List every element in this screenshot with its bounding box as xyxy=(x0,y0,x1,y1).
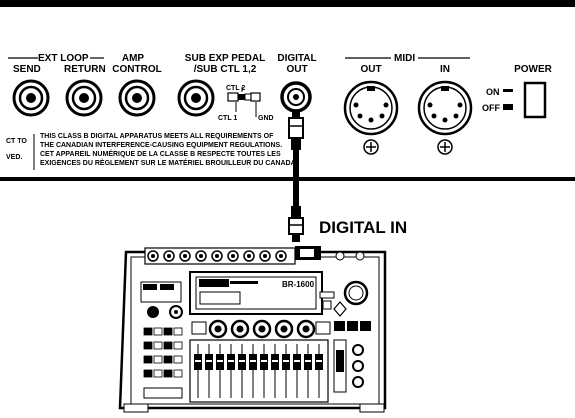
digital-out-jack xyxy=(280,81,312,113)
recorder-button xyxy=(163,355,173,364)
notice-line-1: THIS CLASS B DIGITAL APPARATUS MEETS ALL… xyxy=(40,133,274,140)
recorder-button xyxy=(153,369,163,378)
off-label: OFF xyxy=(482,103,500,113)
coax-cable xyxy=(293,156,299,208)
left-cut-text-2: VED. xyxy=(6,154,22,161)
midi-in-jack xyxy=(417,80,473,136)
coax-plug-bottom xyxy=(288,206,304,242)
recorder-button xyxy=(163,341,173,350)
midi-out-label: OUT xyxy=(360,64,381,75)
recorder-button xyxy=(153,355,163,364)
notice-line-2: THE CANADIAN INTERFERENCE-CAUSING EQUIPM… xyxy=(40,142,282,149)
amp-label: AMP xyxy=(122,53,145,64)
digital-in-label: DIGITAL IN xyxy=(319,218,407,237)
sub-exp-label: SUB EXP PEDAL xyxy=(185,53,265,64)
trs-plug-icon xyxy=(227,87,261,117)
recorder-button xyxy=(173,341,183,350)
amp-control-jack xyxy=(118,79,156,117)
midi-out-screw-icon xyxy=(363,139,379,155)
sub-exp-jack xyxy=(177,79,215,117)
recorder-button xyxy=(143,341,153,350)
recorder-button xyxy=(143,327,153,336)
coax-plug-top xyxy=(288,110,304,156)
recorder-button xyxy=(153,341,163,350)
notice-line-4: EXIGENCES DU RÈGLEMENT SUR LE MATÉRIEL B… xyxy=(40,158,298,167)
recorder-button xyxy=(143,369,153,378)
return-jack xyxy=(65,79,103,117)
midi-out-jack xyxy=(343,80,399,136)
on-indicator xyxy=(503,89,513,92)
sub-ctl-label: /SUB CTL 1,2 xyxy=(194,64,257,75)
midi-label: MIDI xyxy=(394,53,415,64)
gnd-label: GND xyxy=(258,115,274,122)
panel-top-edge xyxy=(0,0,575,7)
panel-bottom-edge xyxy=(0,177,575,181)
ctl1-label: CTL 1 xyxy=(218,115,237,122)
recorder-model-label: BR-1600 xyxy=(282,280,315,289)
recorder-button xyxy=(163,369,173,378)
ctl2-label: CTL 2 xyxy=(226,85,245,92)
midi-in-label: IN xyxy=(440,64,450,75)
off-indicator xyxy=(503,104,513,110)
recorder-button xyxy=(173,369,183,378)
power-switch xyxy=(523,81,547,119)
recorder-button xyxy=(163,327,173,336)
send-label: SEND xyxy=(13,64,41,75)
control-label: CONTROL xyxy=(112,64,161,75)
digital-label: DIGITAL xyxy=(277,53,316,64)
midi-in-screw-icon xyxy=(437,139,453,155)
on-label: ON xyxy=(486,87,500,97)
left-cut-text-1: CT TO xyxy=(6,138,27,145)
recorder-button xyxy=(153,327,163,336)
return-label: RETURN xyxy=(64,64,106,75)
recorder-device: BR-1600 xyxy=(118,246,387,413)
notice-line-3: CET APPAREIL NUMÉRIQUE DE LA CLASSE B RE… xyxy=(40,149,281,158)
recorder-button xyxy=(143,355,153,364)
recorder-button xyxy=(173,355,183,364)
ext-loop-label: EXT LOOP xyxy=(38,53,89,64)
digital-out-label: OUT xyxy=(286,64,307,75)
send-jack xyxy=(12,79,50,117)
recorder-button xyxy=(173,327,183,336)
power-label: POWER xyxy=(514,64,553,75)
